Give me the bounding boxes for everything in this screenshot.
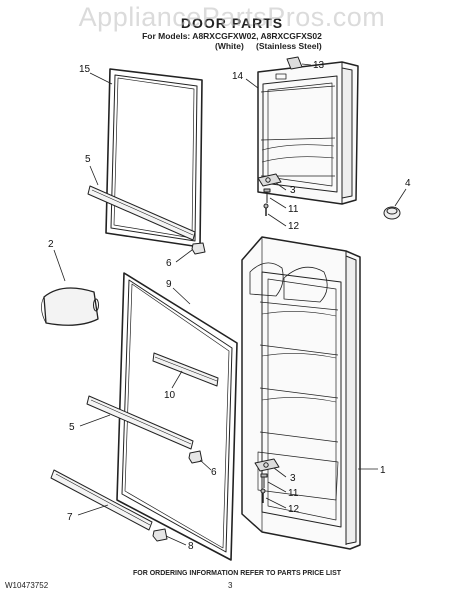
callout-5-lower: 5	[69, 422, 75, 433]
trim-lower-part	[86, 395, 194, 450]
callout-6-lower: 6	[211, 467, 217, 478]
end-cap-lower-part	[188, 450, 203, 464]
freezer-door-part	[257, 61, 359, 205]
callout-12-lower: 12	[288, 504, 300, 515]
fresh-food-door-part	[241, 236, 361, 550]
fresh-food-gasket-part	[116, 272, 238, 561]
callout-11-upper: 11	[288, 204, 299, 215]
end-cap-upper-part	[191, 242, 206, 255]
leader-lines	[53, 63, 407, 546]
callout-13: 13	[313, 60, 325, 71]
callout-2: 2	[48, 239, 54, 250]
badge-part	[286, 56, 303, 70]
variant-stainless-label: (Stainless Steel)	[256, 41, 322, 51]
hinge-screw-upper-part	[263, 188, 271, 203]
page-title: DOOR PARTS	[180, 15, 284, 31]
hinge-upper-part	[257, 173, 282, 187]
document-id: W10473752	[5, 581, 49, 590]
hinge-screw-lower-part	[260, 473, 268, 488]
ordering-info: FOR ORDERING INFORMATION REFER TO PARTS …	[133, 570, 342, 577]
hinge-lower-part	[254, 458, 280, 472]
callout-6-upper: 6	[166, 258, 172, 269]
callout-1: 1	[380, 465, 386, 476]
callout-3-upper: 3	[290, 185, 296, 196]
end-cap-bottom-part	[152, 528, 168, 542]
callout-3-lower: 3	[290, 473, 296, 484]
plug-button-part	[383, 206, 401, 220]
trim-bottom-part	[50, 469, 153, 531]
callout-14: 14	[232, 71, 244, 82]
hinge-pin-upper-part	[263, 203, 269, 216]
variant-white-label: (White)	[215, 41, 244, 51]
callout-11-lower: 11	[288, 488, 299, 499]
page-number: 3	[228, 581, 233, 590]
callout-12-upper: 12	[288, 221, 300, 232]
callout-8: 8	[188, 541, 194, 552]
shelf-rail-part	[152, 352, 219, 387]
callout-4: 4	[405, 178, 411, 189]
callout-10: 10	[164, 390, 176, 401]
models-line: For Models: A8RXCGFXW02, A8RXCGFXS02	[142, 31, 322, 41]
hinge-pin-lower-part	[260, 488, 266, 503]
dairy-door-part	[41, 287, 99, 326]
callout-7: 7	[67, 512, 73, 523]
callout-9: 9	[166, 279, 172, 290]
trim-upper-part	[87, 185, 196, 241]
callout-5-upper: 5	[85, 154, 91, 165]
callout-15: 15	[79, 64, 91, 75]
